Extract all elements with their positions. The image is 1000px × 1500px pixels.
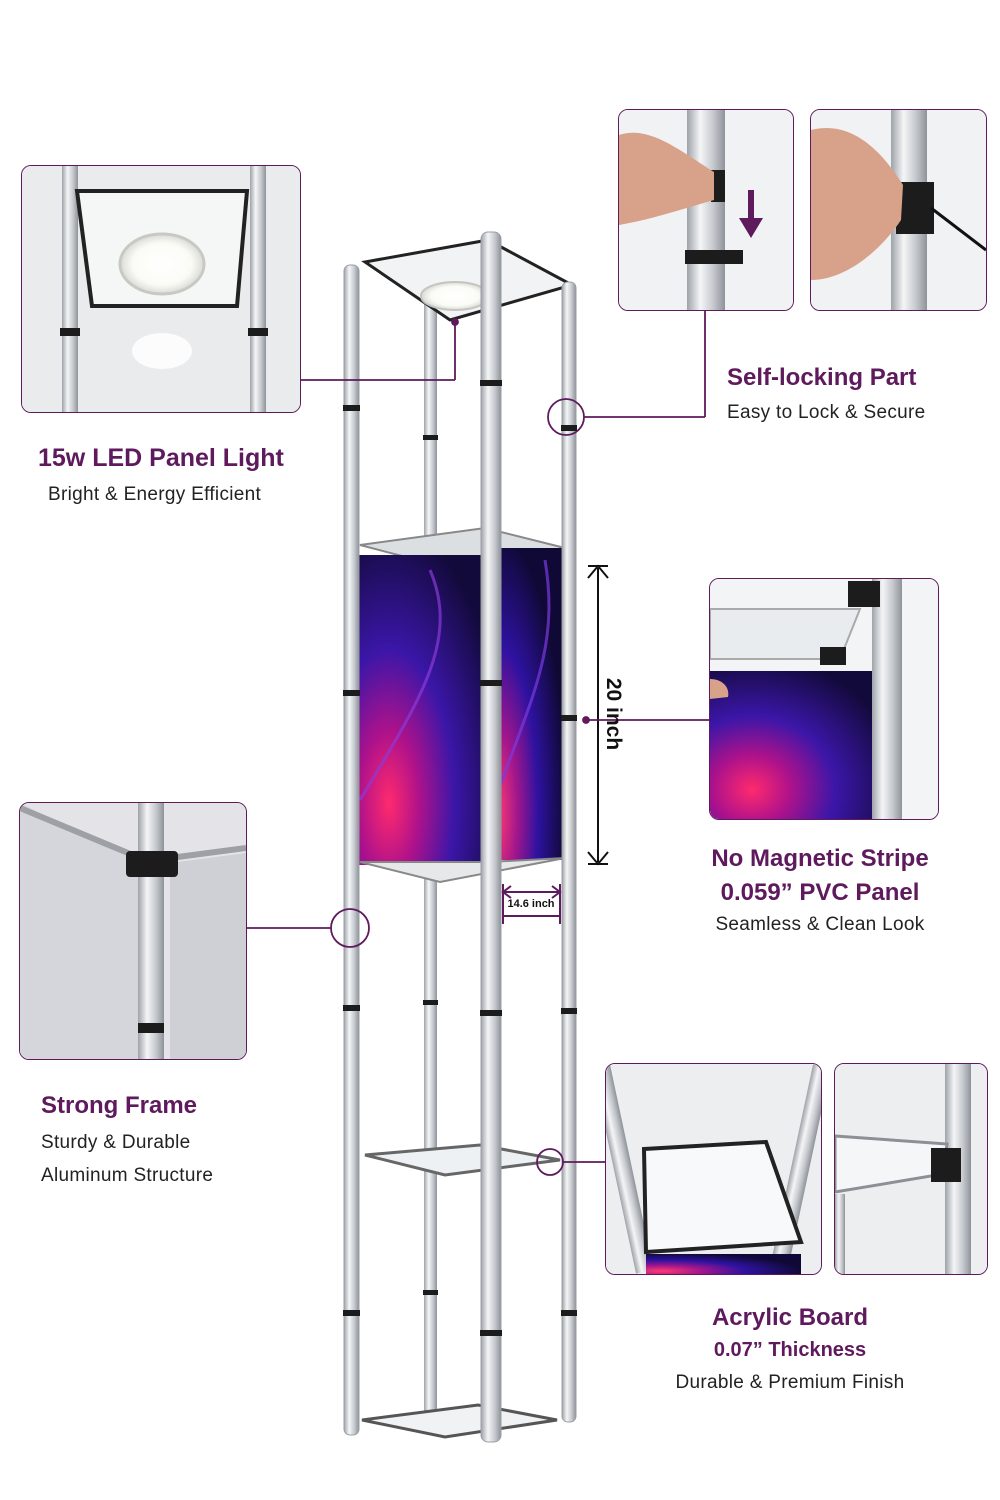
panel-title-line1: No Magnetic Stripe: [711, 845, 929, 872]
panel-title-line2: 0.059” PVC Panel: [720, 879, 920, 906]
callout-lines: [247, 310, 710, 1176]
frame-subtitle-line1: Sturdy & Durable: [41, 1132, 191, 1153]
width-label: 14.6 inch: [507, 898, 555, 910]
led-panel-detail-icon: [22, 166, 300, 412]
self-locking-inset-left: [618, 109, 794, 311]
panel-subtitle: Seamless & Clean Look: [715, 914, 925, 935]
left-pole: [343, 264, 360, 1436]
acrylic-board-detail-icon: [606, 1064, 821, 1274]
height-label: 20 inch: [602, 677, 625, 751]
pvc-panel-detail-icon: [710, 579, 938, 819]
acrylic-corner-detail-icon: [835, 1064, 987, 1274]
led-title: 15w LED Panel Light: [38, 444, 284, 472]
led-subtitle: Bright & Energy Efficient: [48, 484, 262, 505]
lock-title: Self-locking Part: [727, 364, 917, 391]
right-pole: [561, 281, 577, 1423]
bottom-shelf: [361, 1403, 558, 1439]
top-shelf: [361, 238, 576, 322]
acrylic-shelf: [364, 1143, 561, 1177]
lock-subtitle: Easy to Lock & Secure: [727, 402, 926, 423]
pvc-panel-block: [356, 526, 566, 884]
frame-inset: [19, 802, 247, 1060]
acrylic-subtitle: Durable & Premium Finish: [675, 1372, 905, 1393]
frame-subtitle-line2: Aluminum Structure: [41, 1165, 214, 1186]
height-dimension: [587, 564, 609, 866]
led-panel-inset: [21, 165, 301, 413]
lock-hand-detail-icon: [811, 110, 986, 310]
self-locking-inset-right: [810, 109, 987, 311]
acrylic-title: Acrylic Board: [711, 1304, 869, 1331]
width-dimension: [501, 884, 562, 924]
acrylic-inset-left: [605, 1063, 822, 1275]
arrow-down-icon: [739, 190, 763, 238]
center-pole: [480, 231, 502, 1443]
frame-title: Strong Frame: [41, 1092, 198, 1119]
pvc-panel-inset: [709, 578, 939, 820]
self-locking-detail-icon: [619, 110, 793, 310]
pole-connectors: [343, 380, 577, 1336]
frame-joint-detail-icon: [20, 803, 246, 1059]
acrylic-inset-right: [834, 1063, 988, 1275]
acrylic-thickness: 0.07” Thickness: [713, 1339, 867, 1361]
